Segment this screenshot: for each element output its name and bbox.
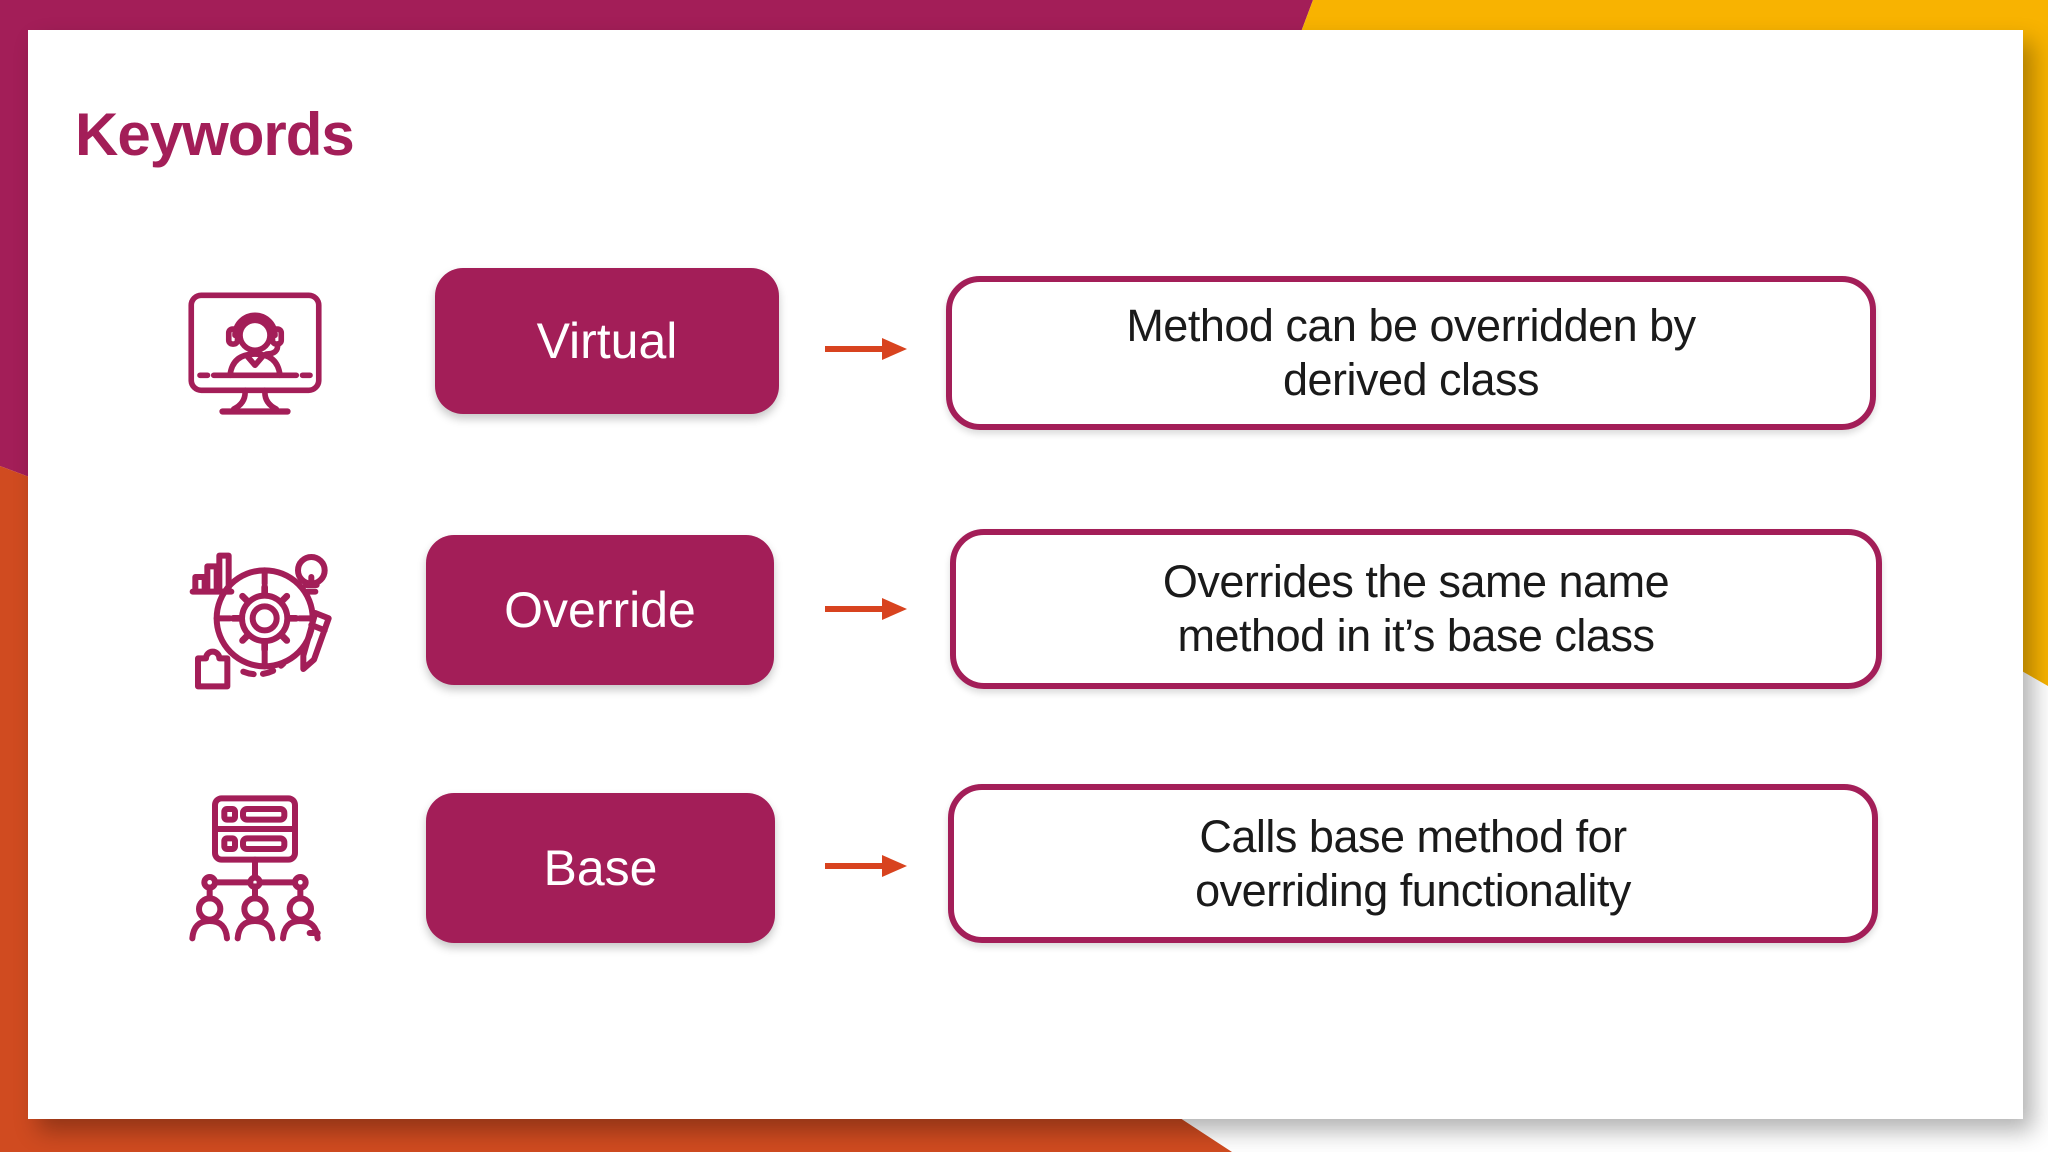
description-box: Method can be overridden by derived clas… [946, 276, 1876, 430]
description-text: Calls base method for overriding functio… [1195, 810, 1631, 916]
arrow-right-icon [825, 855, 907, 877]
arrow-right-icon [825, 338, 907, 360]
description-box: Overrides the same name method in it’s b… [950, 529, 1882, 689]
description-text: Method can be overridden by derived clas… [1126, 300, 1696, 405]
keyword-base-pill: Base [426, 793, 775, 943]
virtual-meeting-icon [180, 278, 330, 430]
process-planning-icon [182, 536, 342, 698]
keyword-label: Virtual [536, 313, 678, 369]
keyword-label: Base [543, 840, 658, 896]
description-text: Overrides the same name method in it’s b… [1162, 556, 1670, 661]
keyword-override-pill: Override [426, 535, 774, 685]
arrow-right-icon [825, 598, 907, 620]
page-title: Keywords [75, 101, 355, 168]
server-hierarchy-icon [175, 788, 335, 950]
description-box: Calls base method for overriding functio… [948, 784, 1878, 943]
keyword-label: Override [504, 582, 696, 638]
keyword-virtual-pill: Virtual [435, 268, 779, 414]
